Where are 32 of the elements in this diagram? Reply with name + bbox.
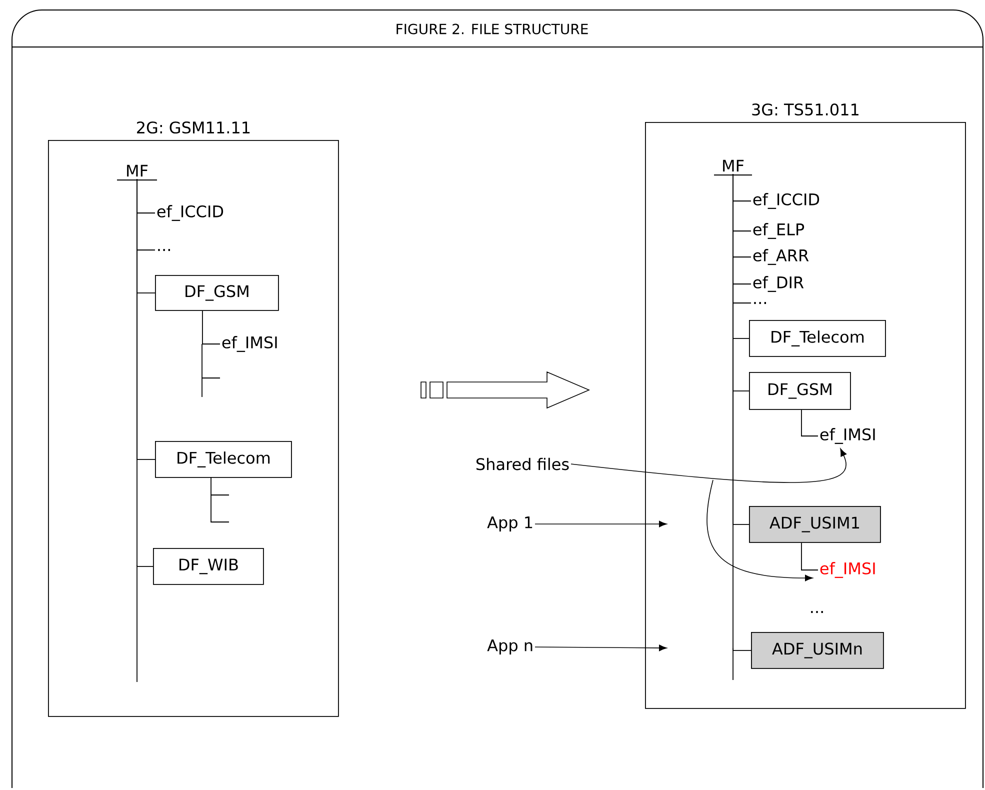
root-label: MF xyxy=(116,164,158,180)
file-label: ef_ARR xyxy=(753,249,809,265)
folder-box: DF_WIB xyxy=(153,548,264,585)
callout-label: App n xyxy=(487,640,532,654)
arrow xyxy=(706,480,813,582)
file-label: ef_IMSI xyxy=(222,336,277,352)
file-label: ef_ICCID xyxy=(753,193,820,209)
arrow xyxy=(534,644,667,652)
arrow xyxy=(570,448,846,483)
file-label: ef_ELP xyxy=(753,223,804,239)
root-label: MF xyxy=(714,160,752,176)
folder-box: DF_Telecom xyxy=(749,320,886,357)
file-label: ef_IMSI xyxy=(820,428,875,444)
file-label: ef_DIR xyxy=(753,276,804,292)
tree-line xyxy=(202,310,220,344)
file-label: ef_ICCID xyxy=(157,205,224,221)
callout-label: App 1 xyxy=(487,516,532,532)
ellipsis-label: ... xyxy=(811,611,823,613)
file-label: ef_IMSI xyxy=(820,562,875,578)
file-label: ... xyxy=(158,249,170,251)
folder-box: ADF_USIMn xyxy=(751,632,884,669)
callout-label: Shared files xyxy=(476,458,569,470)
file-label: ... xyxy=(754,302,766,304)
arrow xyxy=(534,520,667,528)
folder-box: ADF_USIM1 xyxy=(749,506,881,543)
tree-line xyxy=(732,174,752,651)
folder-box: DF_GSM xyxy=(749,372,851,410)
tree-line xyxy=(801,542,818,570)
tree-line xyxy=(136,178,154,567)
figure-title: FIGURE 2. FILE STRUCTURE xyxy=(396,24,588,34)
folder-box: DF_Telecom xyxy=(155,441,292,478)
folder-box: DF_GSM xyxy=(155,275,279,311)
